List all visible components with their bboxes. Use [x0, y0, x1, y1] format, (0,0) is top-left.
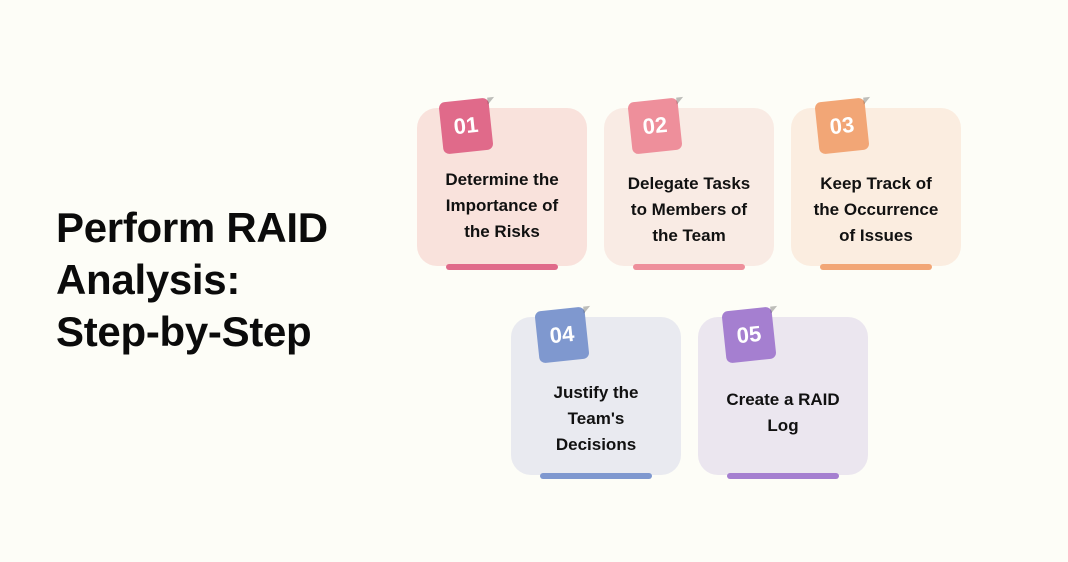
step-accent-bar [540, 473, 652, 479]
step-number-badge: 05 [721, 305, 778, 364]
page-title: Perform RAID Analysis: Step-by-Step [56, 202, 328, 358]
fold-corner-icon [583, 305, 591, 314]
title-line-1: Perform RAID [56, 204, 328, 251]
step-accent-bar [446, 264, 558, 270]
title-line-2: Analysis: [56, 256, 241, 303]
step-accent-bar [820, 264, 932, 270]
fold-corner-icon [487, 96, 495, 105]
title-line-3: Step-by-Step [56, 308, 312, 355]
fold-corner-icon [863, 96, 871, 105]
step-number-badge: 04 [534, 305, 591, 364]
step-accent-bar [727, 473, 839, 479]
fold-corner-icon [770, 305, 778, 314]
step-number-badge: 03 [814, 96, 871, 155]
step-number-badge: 02 [627, 96, 684, 155]
step-accent-bar [633, 264, 745, 270]
fold-corner-icon [676, 96, 684, 105]
step-number-badge: 01 [438, 96, 495, 155]
